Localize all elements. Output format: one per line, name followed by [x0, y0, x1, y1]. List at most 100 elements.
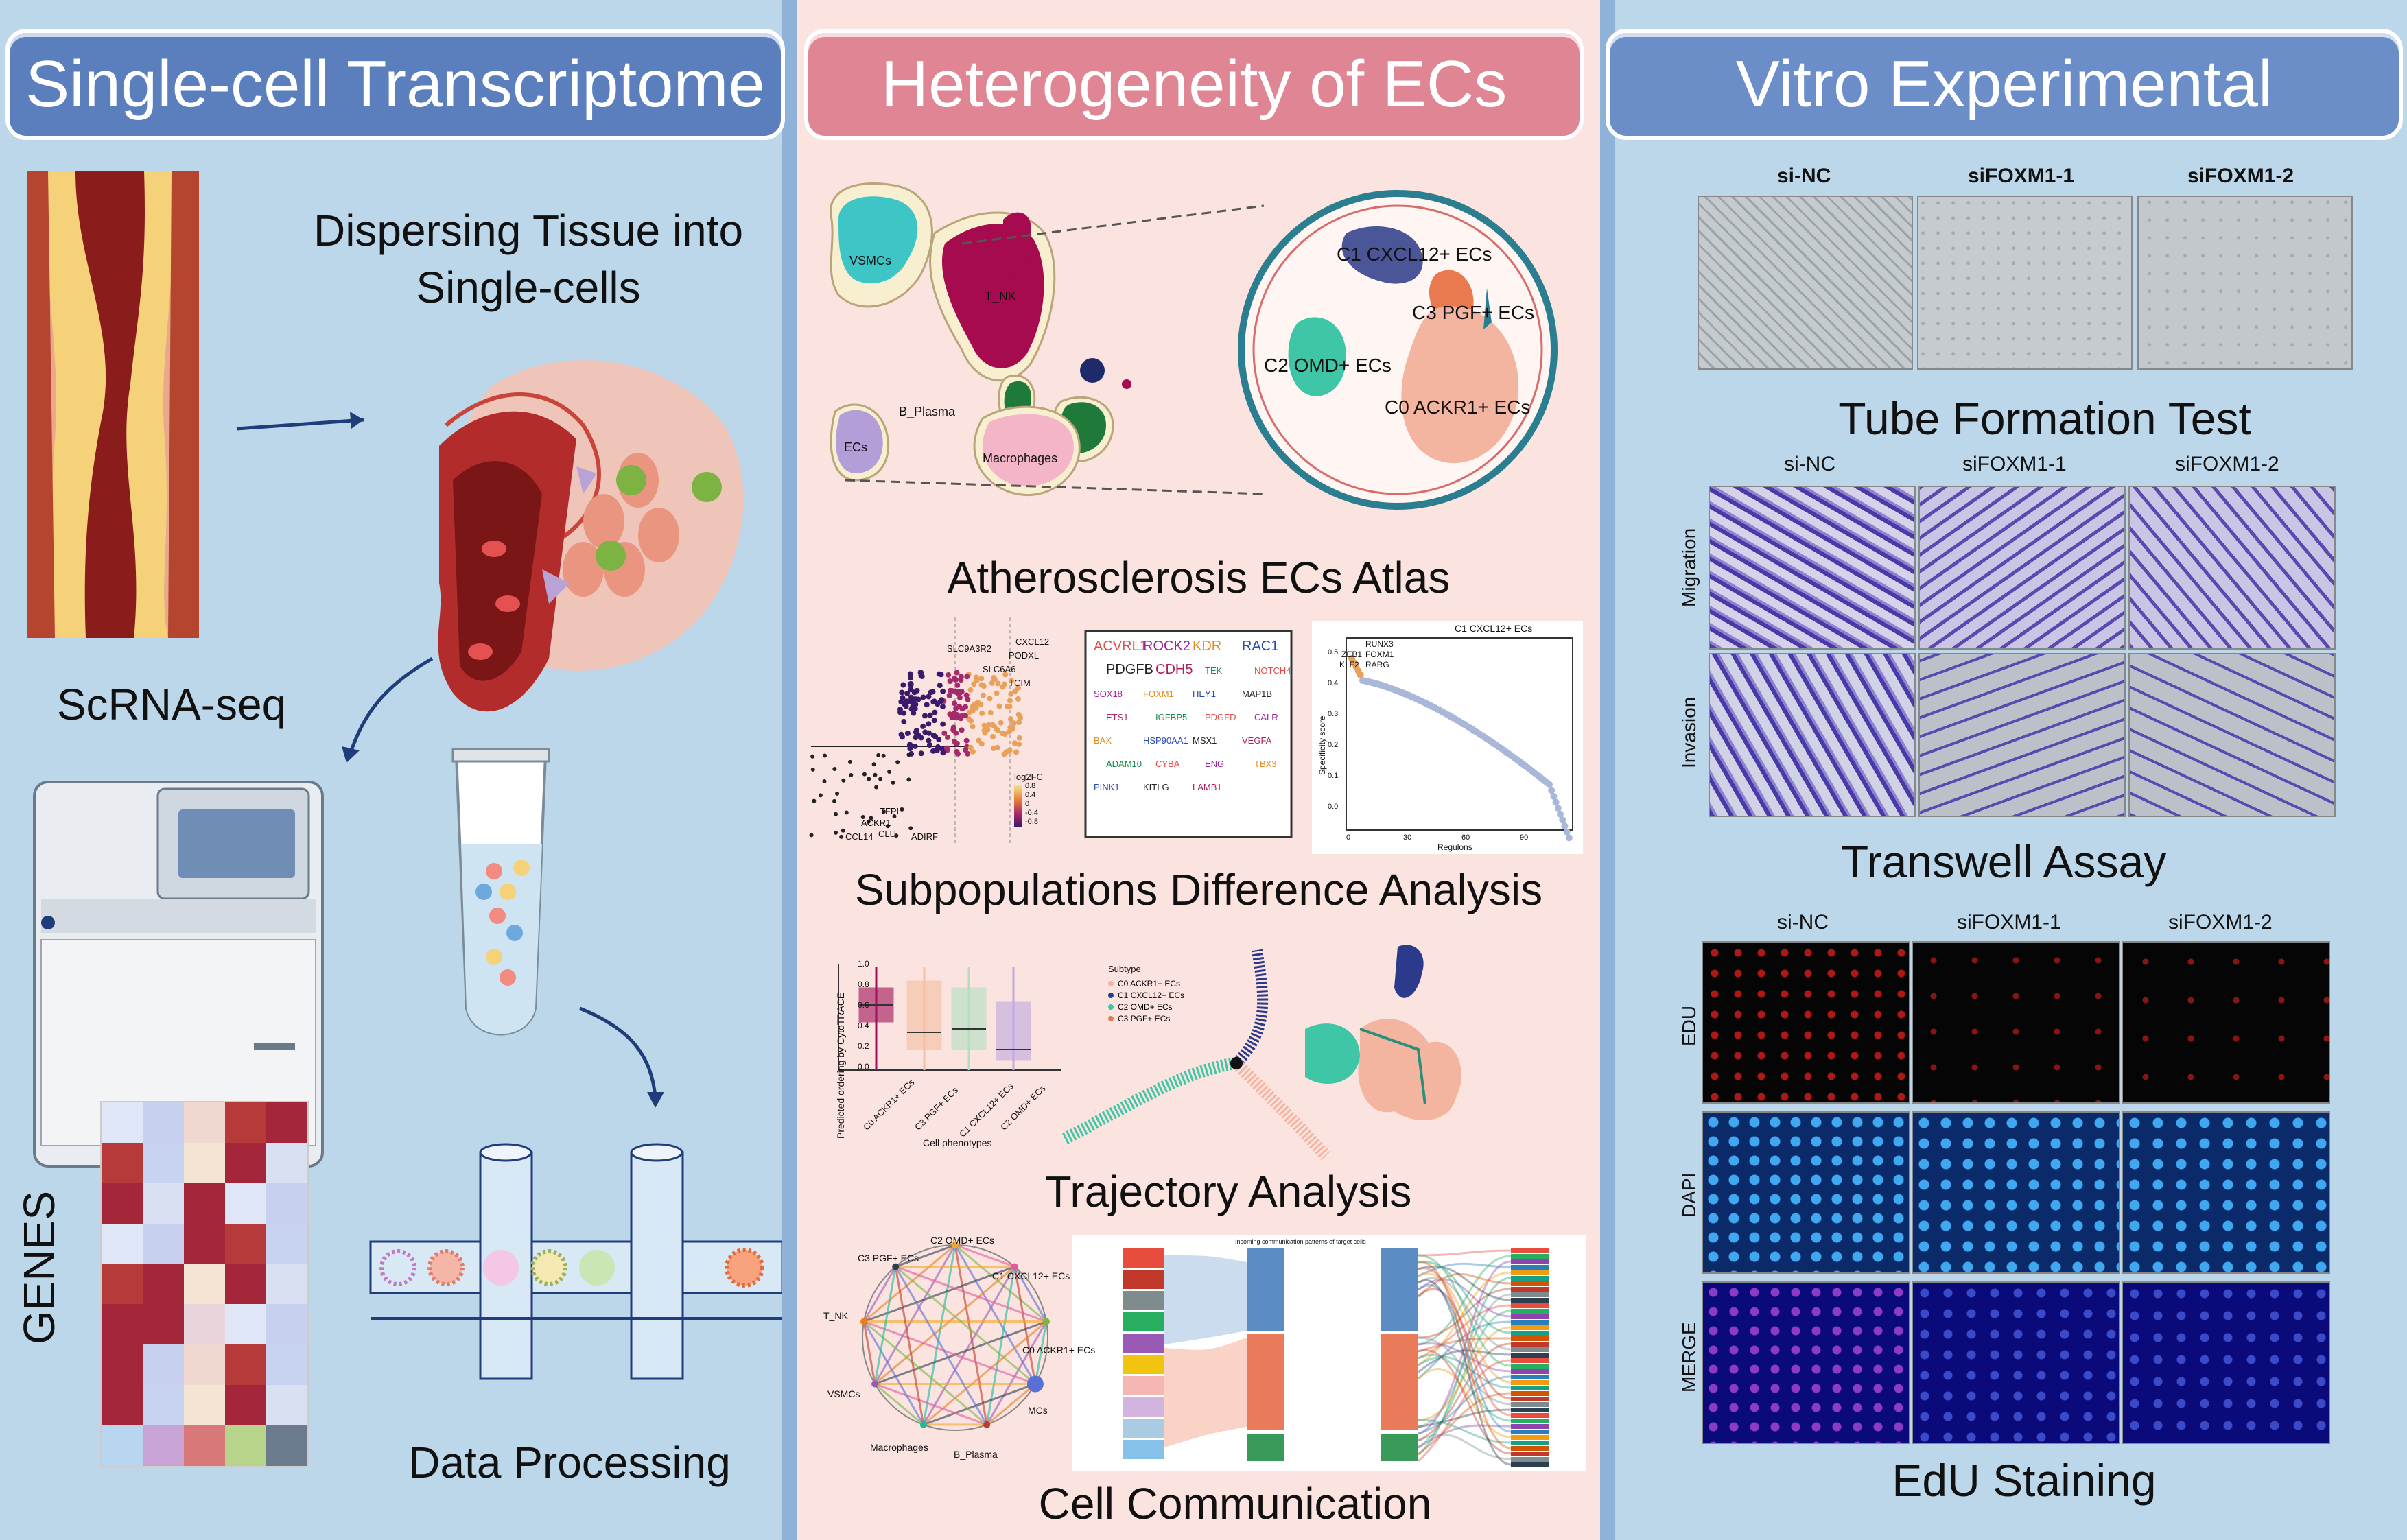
boxplot-ytick-2: 0.6 [858, 1000, 869, 1010]
volcano-point [926, 694, 932, 700]
boxplot-ytick-4: 0.2 [858, 1041, 869, 1051]
volcano-point [991, 676, 998, 683]
volcano-point [908, 706, 915, 712]
wordcloud-word: PDGFD [1205, 712, 1236, 722]
volcano-point [1008, 691, 1014, 697]
volcano-legend-tick-3: -0.4 [1025, 809, 1038, 817]
volcano-point [862, 772, 867, 777]
network-edge [985, 1320, 1048, 1425]
boxplot-ylabel: Predicted ordering by CytoTRACE [835, 992, 846, 1139]
volcano-point [906, 777, 911, 782]
edu-merge-sifoxm1-1 [1912, 1281, 2120, 1444]
wordcloud-word: ADAM10 [1106, 759, 1142, 769]
volcano-point [926, 737, 932, 744]
network-node [1011, 1263, 1018, 1270]
volcano-point [823, 753, 827, 758]
sankey-flow [1418, 1254, 1512, 1367]
sankey-flow [1418, 1433, 1512, 1460]
volcano-point [1016, 735, 1022, 741]
volcano-point [876, 753, 881, 757]
transwell-invasion-sifoxm1-2 [2128, 653, 2336, 817]
edu-dapi-si-nc [1702, 1111, 1910, 1274]
volcano-point [906, 742, 913, 748]
specificity-gene-zeb1: ZEB1 [1341, 650, 1363, 659]
volcano-point [926, 721, 932, 727]
wordcloud-word: VEGFA [1242, 735, 1272, 746]
network-node [1026, 1375, 1044, 1393]
sankey-target-node [1511, 1430, 1549, 1434]
wordcloud-word: NOTCH4 [1254, 665, 1291, 676]
heatmap-cell [266, 1223, 307, 1264]
sankey-flow [1418, 1353, 1512, 1422]
sankey-source-node [1123, 1419, 1164, 1438]
heatmap-cell [225, 1304, 266, 1345]
volcano-point [973, 674, 979, 680]
wordcloud-frame [1084, 630, 1293, 838]
communication-title: Cell Communication [1038, 1479, 1432, 1528]
legend-item-label: C0 ACKR1+ ECs [1118, 978, 1181, 988]
sankey-flow [1418, 1272, 1512, 1384]
sankey-pattern-node [1381, 1434, 1418, 1461]
network-edge [922, 1266, 1016, 1425]
volcano-point [913, 735, 919, 741]
network-node-c1: C1 CXCL12+ ECs [992, 1270, 1070, 1281]
volcano-point [946, 693, 952, 699]
sankey-target-node [1511, 1358, 1549, 1363]
tube-image-si-nc [1698, 196, 1913, 370]
network-edge [954, 1244, 1047, 1323]
sankey-source-node [1123, 1440, 1164, 1459]
wordcloud-word: PINK1 [1094, 782, 1120, 792]
network-node-c0: C0 ACKR1+ ECs [1022, 1344, 1096, 1355]
sankey-target-node [1511, 1347, 1549, 1352]
volcano-point [818, 793, 823, 798]
network-node [871, 1380, 879, 1388]
network-edge [1034, 1321, 1048, 1384]
volcano-point [900, 682, 906, 688]
volcano-point [926, 742, 932, 748]
specificity-gene-runx3: RUNX3 [1365, 639, 1394, 649]
wordcloud-word: HSP90AA1 [1143, 735, 1188, 746]
sankey-title: Incoming communication patterns of targe… [1235, 1238, 1366, 1245]
volcano-point [970, 724, 976, 730]
volcano-point [928, 689, 934, 696]
volcano-gene-cxcl12: CXCL12 [1015, 637, 1050, 647]
volcano-legend-tick-4: -0.8 [1025, 818, 1038, 826]
sankey-flow [1418, 1310, 1512, 1449]
volcano-point [904, 730, 911, 736]
volcano-gene-slc9a3r2: SLC9A3R2 [947, 643, 992, 654]
trajectory-legend-title: Subtype [1108, 964, 1141, 974]
specificity-frame [1312, 621, 1583, 854]
volcano-point [967, 687, 974, 693]
network-edge [874, 1320, 1047, 1385]
volcano-gene-clu: CLU [878, 829, 897, 839]
legend-item: C3 PGF+ ECs [1108, 1012, 1184, 1024]
volcano-point [920, 694, 926, 700]
network-edge [1013, 1266, 1048, 1323]
volcano-point [967, 744, 974, 750]
sankey-flow [1417, 1320, 1512, 1380]
network-edge [922, 1320, 1047, 1426]
sankey-flow [1417, 1272, 1512, 1298]
transwell-col-label-1: siFOXM1-1 [1962, 453, 2067, 475]
sankey-flow [1418, 1424, 1512, 1449]
tissue-illustration [438, 360, 744, 712]
transwell-col-label-0: si-NC [1784, 453, 1835, 475]
middle-panel-title: Heterogeneity of ECs [808, 33, 1580, 136]
volcano-legend-title: log2FC [1014, 772, 1043, 782]
edu-row-label-edu: EDU [1678, 1005, 1700, 1046]
volcano-point [940, 750, 946, 756]
specificity-ytick-5: 0.0 [1328, 803, 1339, 811]
tube-image-sifoxm1-1 [1917, 196, 2133, 370]
umap-atlas [830, 182, 1558, 510]
wordcloud-word: LAMB1 [1193, 782, 1222, 792]
sankey-source-node [1123, 1334, 1164, 1353]
heatmap-cell [184, 1304, 225, 1345]
specificity-title: C1 CXCL12+ ECs [1455, 623, 1533, 634]
volcano-point [986, 722, 992, 728]
volcano-point [947, 678, 953, 685]
edu-merge-si-nc [1702, 1281, 1910, 1444]
volcano-point [918, 670, 924, 676]
heatmap-cell [266, 1142, 307, 1183]
volcano-point [904, 690, 911, 696]
volcano-point [959, 706, 965, 712]
